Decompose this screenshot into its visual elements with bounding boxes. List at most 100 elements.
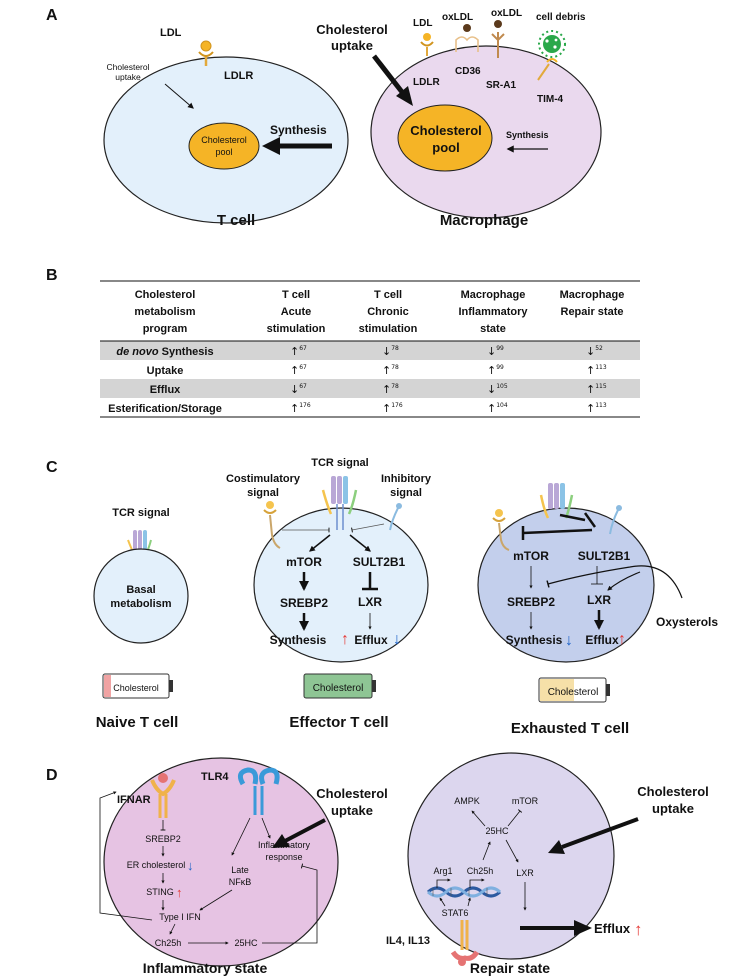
- b-row-label: Efflux: [150, 384, 181, 396]
- d-rep-cell: [407, 752, 615, 960]
- b-cell: ↓99: [487, 345, 504, 358]
- a-tcell-pool: [188, 122, 260, 170]
- d-inf-uptake-arrow-shaft: [284, 818, 326, 843]
- d-repair: Cholesterol uptake AMPK mTOR 25HC Arg1 C…: [386, 752, 709, 976]
- d-rep-hc-ampk-arrow: [471, 810, 486, 827]
- c-exh-costim-receptor: [492, 509, 510, 551]
- d-rep-hc-mtor-inhibit: [507, 809, 523, 827]
- b-header-cell: T cell: [282, 289, 310, 301]
- c-exh-cell: [477, 507, 655, 663]
- b-header-cell: stimulation: [359, 323, 418, 335]
- b-header-cell: state: [480, 323, 506, 335]
- c-exh-efflux-up-arrow: ↑: [618, 631, 626, 648]
- b-header-cell: metabolism: [134, 306, 195, 318]
- d-rep-stat6-arg1-arrow: [439, 897, 446, 907]
- c-eff-costim-l1: Costimulatory: [226, 473, 301, 485]
- d-rep-ch25h: Ch25h: [467, 866, 494, 876]
- c-eff-tcr-label: TCR signal: [311, 457, 368, 469]
- d-inf-25hc: 25HC: [234, 938, 258, 948]
- c-eff-lxr: LXR: [358, 595, 382, 609]
- a-macro-cd36-label: CD36: [455, 66, 481, 77]
- b-row-shade: [100, 341, 640, 360]
- d-inf-er-down-arrow: ↓: [187, 858, 194, 873]
- a-tcell-uptake-l2: uptake: [115, 72, 141, 82]
- d-inf-tlr4-infl-arrow: [261, 817, 271, 839]
- b-row-label: Esterification/Storage: [108, 403, 222, 415]
- c-exh-mtor: mTOR: [513, 549, 549, 563]
- a-macro-tim4-label: TIM-4: [537, 94, 564, 105]
- d-inf-title: Inflammatory state: [143, 960, 268, 976]
- c-eff-cell: [253, 507, 429, 663]
- panel-b-letter: B: [46, 267, 58, 284]
- b-cell: ↓105: [487, 383, 508, 396]
- b-cell: ↓78: [382, 345, 399, 358]
- c-naive: TCR signal Basal metabolism Cholesterol …: [93, 507, 189, 731]
- b-cell: ↓67: [290, 383, 307, 396]
- a-macro-sra1-receptor: [491, 20, 505, 58]
- b-cell: ↑104: [487, 402, 508, 415]
- a-macro-synthesis-label: Synthesis: [506, 130, 549, 140]
- d-rep-uptake-l1: Cholesterol: [637, 784, 709, 799]
- b-header-cell: Inflammatory: [458, 306, 528, 318]
- a-macro-pool: [397, 104, 493, 172]
- c-eff-inhib-l2: signal: [390, 487, 422, 499]
- d-inf-nfkb-ifn-arrow: [199, 889, 233, 911]
- d-inf-late-l1: Late: [231, 865, 249, 875]
- b-row-label: Uptake: [147, 365, 184, 377]
- c-effector: TCR signal Costimulatory signal Inhibito…: [226, 457, 432, 731]
- a-macro-cd36-receptor: [455, 24, 479, 52]
- c-eff-inhib-line: [351, 523, 385, 533]
- a-tcell-uptake-l1: Cholesterol: [107, 62, 150, 72]
- d-inf-ifn-ch25h-arrow: [169, 923, 176, 935]
- c-eff-tcr-receptor: [321, 476, 358, 530]
- d-inf-late-l2: NFκB: [229, 877, 252, 887]
- c-eff-synthesis: Synthesis: [270, 633, 327, 647]
- c-eff-battery: [303, 673, 376, 699]
- d-rep-hc-lxr-arrow: [505, 839, 519, 863]
- d-rep-25hc: 25HC: [485, 826, 509, 836]
- b-header-cell: stimulation: [267, 323, 326, 335]
- a-macro-uptake-arrow-shaft: [372, 54, 404, 94]
- a-macro-sra1-label: SR-A1: [486, 80, 516, 91]
- b-row-shade: [100, 379, 640, 398]
- c-eff-inhib-receptor: [389, 503, 402, 531]
- c-eff-tcr-mtor-arrow: [309, 534, 331, 552]
- c-exh-synth-down-arrow: ↓: [565, 632, 573, 649]
- d-rep-arg1-promoter-arrow: [436, 878, 451, 888]
- d-inf-ch25h: Ch25h: [155, 938, 182, 948]
- c-exh-efflux: Efflux: [585, 633, 619, 647]
- d-rep-uptake-arrow-shaft: [561, 817, 639, 849]
- a-tcell-title: T cell: [217, 212, 255, 229]
- c-naive-battery-label: Cholesterol: [113, 683, 159, 693]
- d-inf-sting: STING: [146, 887, 174, 897]
- c-exh-lxr: LXR: [587, 593, 611, 607]
- d-inf-tlr4-nfkb-arrow: [231, 817, 251, 856]
- a-macro-uptake-arrow-head: [396, 86, 413, 106]
- d-rep-mtor: mTOR: [512, 796, 539, 806]
- d-rep-uptake-l2: uptake: [652, 801, 694, 816]
- c-eff-sult: SULT2B1: [353, 555, 406, 569]
- panel-c-letter: C: [46, 459, 58, 476]
- c-eff-efflux: Efflux: [354, 633, 388, 647]
- b-cell: ↑67: [290, 345, 307, 358]
- c-exh-inhib-receptor: [609, 505, 622, 535]
- c-exh-battery-label: Cholesterol: [548, 687, 599, 698]
- c-eff-costim-l2: signal: [247, 487, 279, 499]
- b-header-cell: Repair state: [561, 306, 624, 318]
- a-macro-uptake-l1: Cholesterol: [316, 22, 388, 37]
- d-rep-ch25h-promoter-arrow: [469, 878, 485, 888]
- a-macro-pool-l1: Cholesterol: [410, 123, 482, 138]
- c-exh-title: Exhausted T cell: [511, 720, 629, 737]
- b-cell: ↑113: [586, 402, 607, 415]
- c-eff-tcr-sult-arrow: [349, 534, 371, 552]
- c-naive-basal-l1: Basal: [126, 584, 155, 596]
- a-tcell-ldl-label: LDL: [160, 27, 182, 39]
- d-inf-srebp2: SREBP2: [145, 834, 181, 844]
- c-naive-tcr-label: TCR signal: [112, 507, 169, 519]
- d-inf-ifn: Type I IFN: [159, 912, 201, 922]
- d-inf-tlr4-receptor: [237, 767, 280, 815]
- a-tcell-pool-l1: Cholesterol: [201, 135, 247, 145]
- d-inf-tlr4-label: TLR4: [201, 771, 229, 783]
